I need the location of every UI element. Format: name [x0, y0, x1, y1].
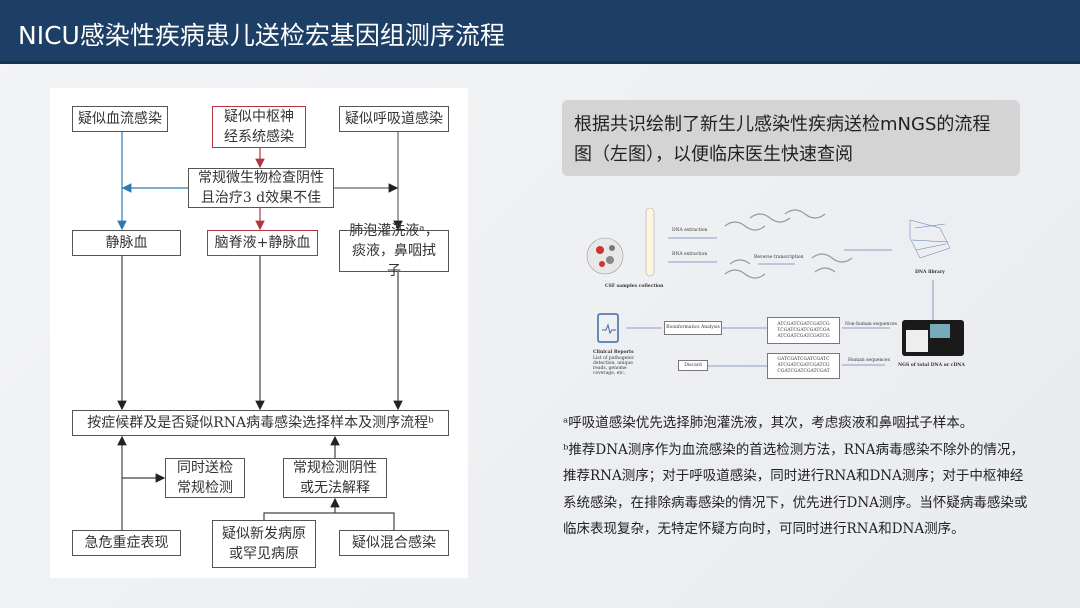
workflow-graphics [586, 207, 964, 367]
label-rna-extraction: RNA extraction [672, 252, 708, 257]
summary-callout: 根据共识绘制了新生儿感染性疾病送检mNGS的流程图（左图），以便临床医生快速查阅 [562, 100, 1020, 176]
discard-box: Discard [678, 360, 708, 371]
box-csf: 脑脊液+静脉血 [207, 230, 318, 256]
human-sequence-box: GATCGATCGATCGATC ATCGATCGATCGATCG CGATCG… [767, 353, 840, 379]
label-reverse-transcription: Reverse transcription [754, 255, 804, 260]
box-negative: 常规微生物检查阴性且治疗3 d效果不佳 [188, 168, 334, 208]
footnotes: ᵃ呼吸道感染优先选择肺泡灌洗液，其次，考虑痰液和鼻咽拭子样本。 ᵇ推荐DNA测序… [563, 410, 1033, 543]
label-dna-extraction: DNA extraction [672, 228, 708, 233]
label-clinical-reports: Clinical Reports [593, 350, 634, 355]
box-conv-negative: 常规检测阴性或无法解释 [283, 458, 387, 498]
label-reports-desc: List of pathogenic detection, unique rea… [593, 356, 635, 376]
box-critical: 急危重症表现 [72, 530, 181, 556]
label-csf-collection: CSF samples collection [605, 284, 664, 289]
label-ngs: NGS of total DNA or cDNA [898, 363, 965, 368]
box-novel: 疑似新发病原或罕见病原 [212, 520, 316, 568]
label-human-seq: Human sequences [848, 358, 890, 363]
footnote-b: ᵇ推荐DNA测序作为血流感染的首选检测方法，RNA病毒感染不除外的情况，推荐RN… [563, 441, 1028, 538]
label-dna-library: DNA library [915, 270, 945, 275]
box-simultaneous: 同时送检常规检测 [165, 458, 245, 498]
nonhuman-sequence-box: ATCGATCGATCGATCG TCGATCGATCGATCGA ATCGAT… [767, 317, 840, 344]
box-cns: 疑似中枢神经系统感染 [212, 106, 306, 148]
box-venous: 静脉血 [72, 230, 181, 256]
box-balf: 肺泡灌洗液ᵃ，痰液，鼻咽拭子 [339, 223, 449, 279]
box-bloodstream: 疑似血流感染 [72, 106, 168, 132]
box-mixed: 疑似混合感染 [339, 530, 449, 556]
box-respiratory: 疑似呼吸道感染 [339, 106, 449, 132]
header-bar: NICU感染性疾病患儿送检宏基因组测序流程 [0, 0, 1080, 64]
page-title: NICU感染性疾病患儿送检宏基因组测序流程 [18, 21, 505, 50]
footnote-a: ᵃ呼吸道感染优先选择肺泡灌洗液，其次，考虑痰液和鼻咽拭子样本。 [563, 415, 974, 431]
mngs-workflow-diagram: DNA extraction RNA extraction Reverse tr… [580, 198, 980, 384]
bioinformatics-box: Bioinformatics Analysis [664, 321, 722, 335]
label-nonhuman-seq: Non-human sequences [845, 322, 897, 327]
box-select: 按症候群及是否疑似RNA病毒感染选择样本及测序流程ᵇ [72, 410, 449, 436]
